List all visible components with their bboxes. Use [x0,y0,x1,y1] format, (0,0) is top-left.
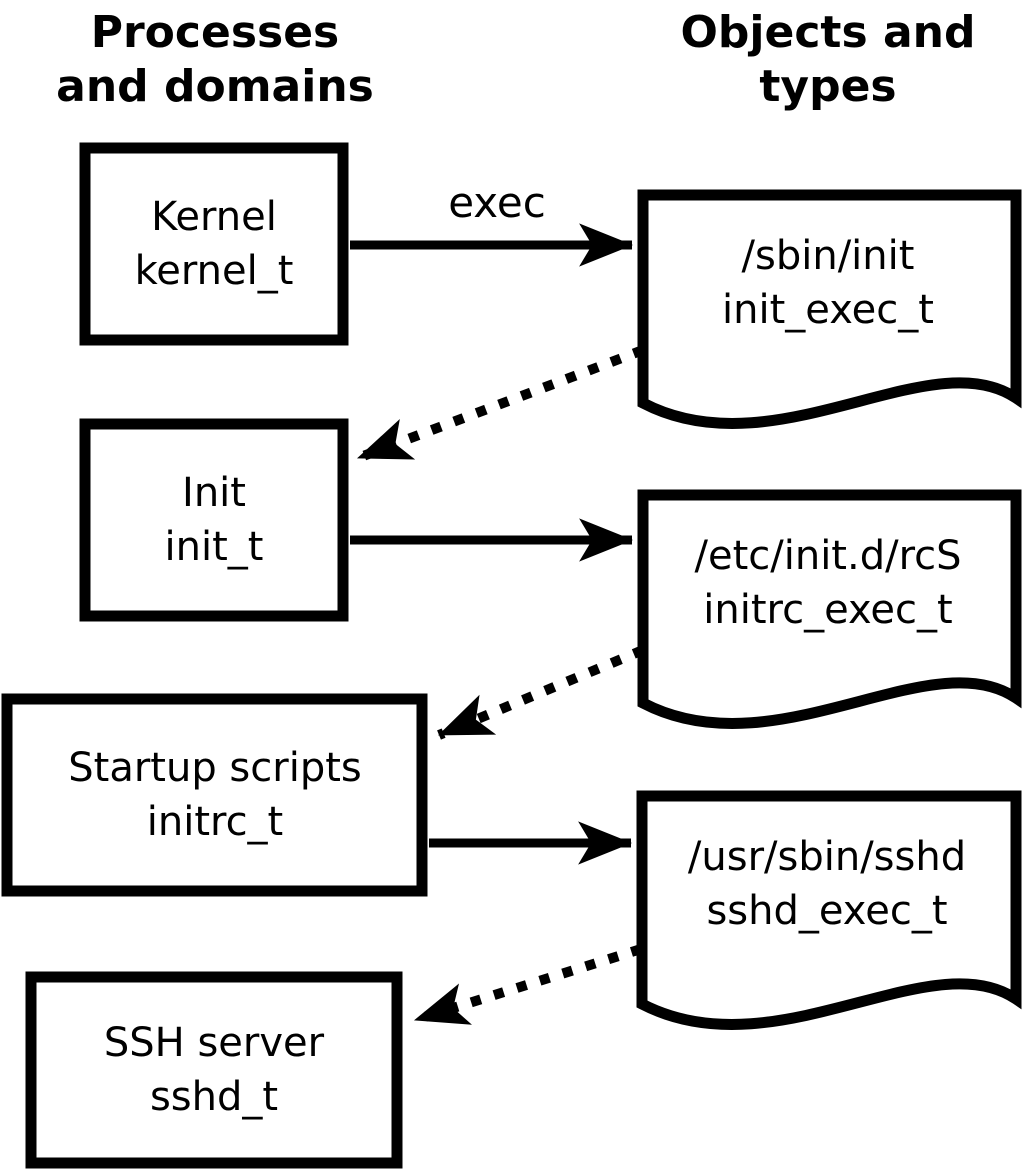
startup-scripts-box [1,693,428,897]
kernel-box [79,142,349,346]
object-path: /usr/sbin/sshd [687,833,967,880]
object-type: initrc_exec_t [703,586,953,633]
sbin-init-document [637,189,1022,429]
startup-scripts-box-label: Startup scripts initrc_t [12,704,418,886]
transition-arrow-sshd-exec-to-sshd [413,944,643,1025]
ssh-server-box-label: SSH server sshd_t [36,982,392,1158]
etc-initd-rcs-document [637,489,1022,729]
etc-initd-rcs-document-label: /etc/init.d/rcS initrc_exec_t [648,500,1008,665]
init-box [79,418,349,622]
process-name: SSH server [103,1020,325,1066]
object-path: /etc/init.d/rcS [694,532,962,579]
process-name: Startup scripts [68,745,362,791]
ssh-server-box [25,971,403,1169]
sbin-init-document-label: /sbin/init init_exec_t [648,200,1008,365]
process-domain: init_t [164,524,264,570]
object-type: sshd_exec_t [706,887,948,934]
right-column-header: Objects and types [680,7,976,112]
usr-sbin-sshd-document [636,790,1022,1030]
kernel-box-label: Kernel kernel_t [90,153,338,335]
transition-arrow-sbin-init-to-init [356,345,645,463]
transition-arrow-rcs-to-startup [437,645,645,740]
process-domain: initrc_t [146,799,284,845]
process-domain: sshd_t [149,1074,279,1120]
process-name: Kernel [151,194,277,240]
object-type: init_exec_t [722,286,934,333]
init-box-label: Init init_t [90,429,338,611]
process-name: Init [182,470,246,516]
process-domain: kernel_t [134,248,294,294]
exec-arrow-label: exec [448,178,546,227]
object-path: /sbin/init [741,232,915,279]
usr-sbin-sshd-document-label: /usr/sbin/sshd sshd_exec_t [647,801,1007,966]
left-column-header: Processes and domains [56,7,374,112]
